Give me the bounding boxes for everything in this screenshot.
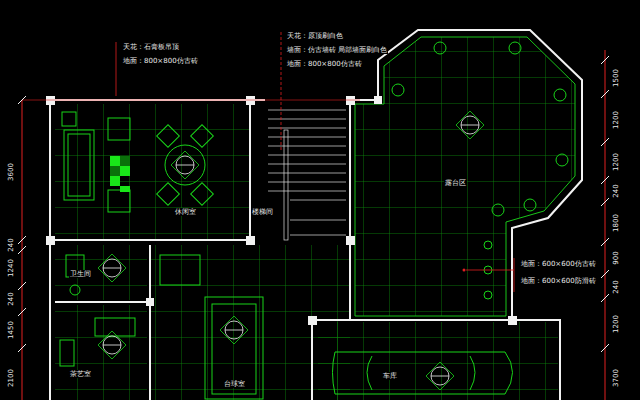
dimension-number: 240 — [612, 279, 620, 294]
floor-tiles — [55, 37, 575, 400]
dimension-number: 240 — [612, 183, 620, 198]
green-blocks — [110, 156, 130, 192]
room-label: 楼梯间 — [251, 208, 274, 216]
furniture — [60, 112, 513, 399]
dimension-number: 900 — [612, 250, 620, 265]
material-note: 天花：原顶刷白色 — [286, 32, 344, 40]
elevation-symbols — [98, 111, 484, 390]
dimension-number: 1200 — [612, 110, 620, 130]
dimension-ticks — [18, 56, 609, 352]
walls — [50, 30, 582, 400]
dimension-number: 3700 — [612, 368, 620, 388]
dimension-number: 3600 — [7, 162, 15, 182]
room-label: 茶艺室 — [69, 370, 92, 378]
leader-lines — [116, 32, 514, 292]
material-note: 地面：800×800仿古砖 — [122, 57, 199, 65]
dimension-number: 1200 — [612, 152, 620, 172]
dimension-number: 1200 — [612, 314, 620, 334]
dimension-number: 1240 — [7, 258, 15, 278]
material-note: 天花：石膏板吊顶 — [122, 43, 180, 51]
dimension-number: 240 — [7, 237, 15, 252]
room-label: 休闲室 — [174, 208, 197, 216]
dimension-number: 1500 — [612, 68, 620, 88]
room-label: 台球室 — [223, 380, 246, 388]
material-note: 地面：600×600仿古砖 — [520, 260, 597, 268]
room-label: 露台区 — [444, 179, 467, 187]
stair — [268, 110, 346, 240]
dimension-number: 1800 — [612, 213, 620, 233]
dimension-lines — [22, 50, 605, 400]
material-note: 地面：600×600防滑砖 — [520, 277, 597, 285]
dimension-number: 1450 — [7, 320, 15, 340]
dimension-number: 2100 — [7, 368, 15, 388]
room-label: 车库 — [382, 372, 398, 380]
room-label: 卫生间 — [69, 270, 92, 278]
material-note: 地面：800×800仿古砖 — [286, 60, 363, 68]
columns — [46, 96, 517, 325]
leader-dot — [463, 269, 466, 272]
dimension-number: 240 — [7, 291, 15, 306]
material-note: 墙面：仿古墙砖 局部墙面刷白色 — [286, 46, 388, 54]
inner-walls — [355, 37, 575, 316]
